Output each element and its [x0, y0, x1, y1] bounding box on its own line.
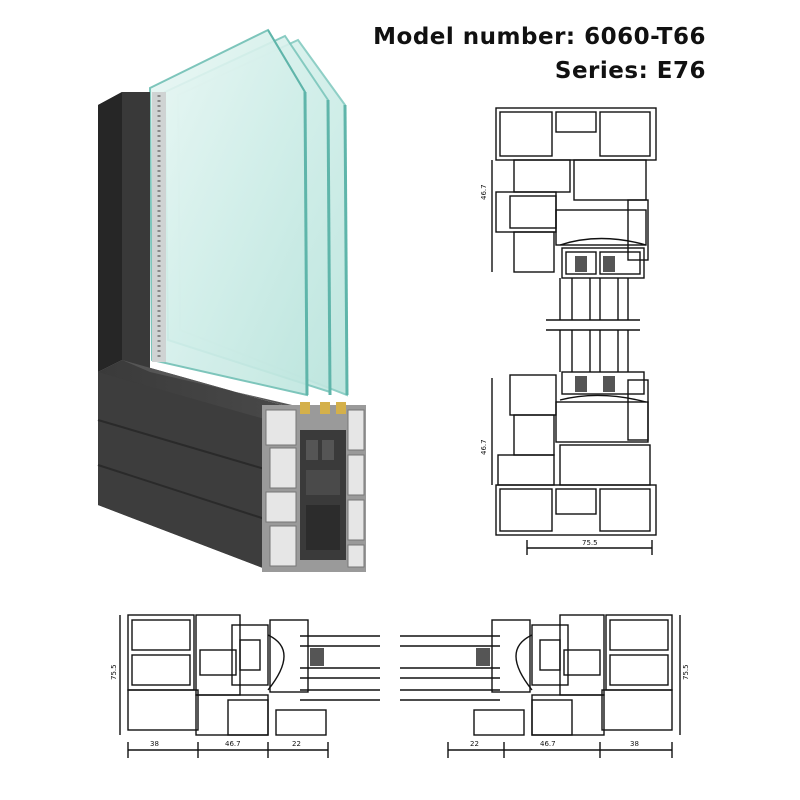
dim-vertical-top: 46.7 — [480, 184, 488, 200]
dim-height-left: 75.5 — [110, 664, 118, 680]
dim-vertical-width: 75.5 — [582, 539, 598, 547]
dim-left-1: 38 — [150, 740, 159, 748]
dim-right-2: 46.7 — [540, 740, 556, 748]
dim-right-3: 38 — [630, 740, 639, 748]
dim-left-3: 22 — [292, 740, 301, 748]
model-number-label: Model number: 6060-T66 — [373, 24, 706, 50]
dim-height-right: 75.5 — [682, 664, 690, 680]
series-label: Series: E76 — [554, 58, 706, 84]
dim-left-2: 46.7 — [225, 740, 241, 748]
dim-vertical-bottom: 46.7 — [480, 439, 488, 455]
dim-right-1: 22 — [470, 740, 479, 748]
